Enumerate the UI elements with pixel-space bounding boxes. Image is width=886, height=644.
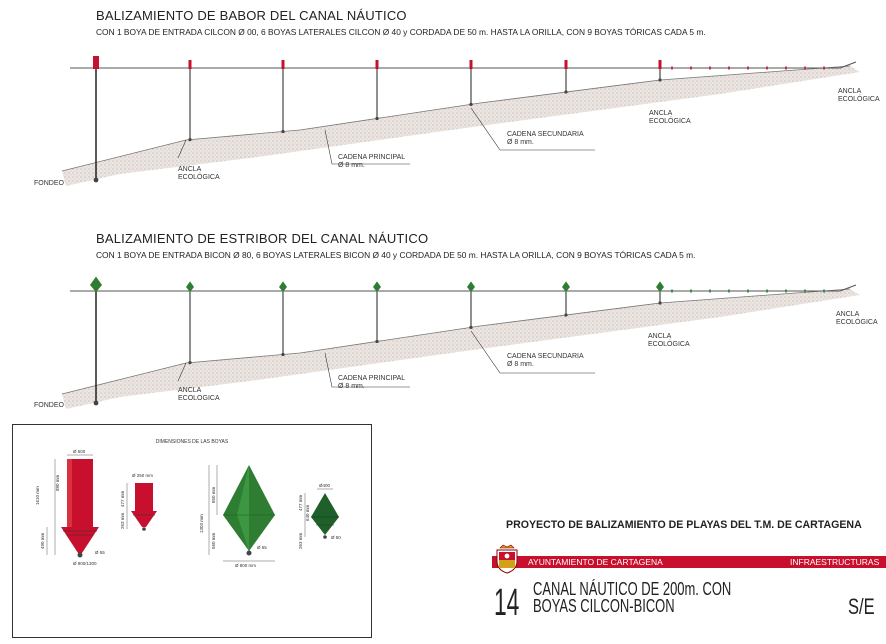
- svg-text:477 mm: 477 mm: [120, 490, 125, 507]
- svg-text:263 mm: 263 mm: [298, 532, 303, 549]
- leader-cadena-secundaria: [470, 107, 595, 151]
- leader-ancla: [177, 362, 187, 382]
- anchor-point: [188, 361, 192, 365]
- org-name: AYUNTAMIENTO DE CARTAGENA: [528, 557, 663, 567]
- cilcon-small-buoy: Ø 250 mm 477 mm 263 mm: [120, 473, 157, 531]
- anchor-point: [658, 78, 662, 82]
- leader-cadena-principal: [324, 129, 410, 165]
- babor-title: BALIZAMIENTO DE BABOR DEL CANAL NÁUTICO: [96, 8, 407, 23]
- svg-text:Ø 55: Ø 55: [95, 550, 105, 555]
- lateral-buoy: [373, 281, 381, 292]
- anchor-point: [375, 116, 379, 121]
- title-band: AYUNTAMIENTO DE CARTAGENA INFRAESTRUCTUR…: [492, 556, 886, 568]
- lateral-buoy: [469, 60, 473, 69]
- babor-section: [61, 56, 860, 186]
- anchor-point: [564, 90, 568, 94]
- anchor-point: [375, 339, 379, 344]
- project-title: PROYECTO DE BALIZAMIENTO DE PLAYAS DEL T…: [506, 519, 862, 531]
- lateral-buoy: [279, 281, 287, 292]
- anchor-point: [469, 325, 473, 329]
- estribor-fondeo-label: FONDEO: [34, 402, 64, 409]
- svg-text:Ø 50: Ø 50: [331, 535, 341, 540]
- svg-text:560 mm: 560 mm: [211, 532, 216, 549]
- seabed: [62, 66, 860, 186]
- svg-text:Ø 800 mm: Ø 800 mm: [235, 563, 256, 568]
- svg-text:Ø 55: Ø 55: [257, 545, 267, 550]
- anchor-point: [93, 400, 99, 406]
- estribor-title: BALIZAMIENTO DE ESTRIBOR DEL CANAL NÁUTI…: [96, 231, 429, 246]
- bicon-small-buoy: Ø400 477 mm 640 mm 263 mm Ø 50: [298, 483, 341, 549]
- estribor-subtitle: CON 1 BOYA DE ENTRADA BICON Ø 80, 6 BOYA…: [96, 250, 696, 260]
- babor-subtitle: CON 1 BOYA DE ENTRADA CILCON Ø 00, 6 BOY…: [96, 27, 706, 37]
- svg-text:Ø400: Ø400: [319, 483, 331, 488]
- lateral-buoy: [90, 276, 102, 292]
- anchor-point: [93, 177, 99, 183]
- anchor-point: [564, 313, 568, 317]
- anchor-point: [469, 102, 473, 106]
- lateral-buoy: [186, 281, 194, 292]
- seabed: [62, 289, 860, 409]
- svg-text:1303 mm: 1303 mm: [199, 514, 204, 533]
- svg-text:880 mm: 880 mm: [55, 474, 60, 491]
- svg-text:Ø 500: Ø 500: [73, 449, 86, 454]
- babor-fondeo-label: FONDEO: [34, 180, 64, 187]
- coat-of-arms-icon: [496, 544, 518, 574]
- anchor-point: [281, 129, 285, 134]
- svg-text:263 mm: 263 mm: [120, 512, 125, 529]
- bicon-large-buoy: 1303 mm 850 mm 560 mm Ø 800 mm Ø 55: [199, 465, 275, 568]
- lateral-buoy: [375, 60, 379, 69]
- buoy-dimensions-panel: DIMENSIONES DE LAS BOYAS Ø 500 Ø 900/130…: [12, 424, 372, 638]
- anchor-point: [188, 138, 192, 142]
- leader-cadena-principal: [324, 352, 410, 388]
- lateral-buoy: [562, 281, 570, 292]
- anchor-point: [658, 301, 662, 305]
- scale-label: S/E: [848, 594, 875, 619]
- seabed-surface: [61, 288, 851, 395]
- seabed-surface: [61, 65, 851, 172]
- svg-text:490 mm: 490 mm: [40, 532, 45, 549]
- plan-title: CANAL NÁUTICO DE 200m. CON BOYAS CILCON-…: [533, 579, 732, 616]
- svg-text:640 mm: 640 mm: [305, 504, 310, 521]
- lateral-buoy: [467, 281, 475, 292]
- plan-number: 14: [494, 582, 520, 624]
- shore-line: [839, 284, 857, 292]
- lateral-buoy: [188, 60, 192, 69]
- svg-text:Ø 900/1300: Ø 900/1300: [73, 561, 97, 566]
- cilcon-large-buoy: Ø 500 Ø 900/1300 Ø 55 1610 mm 880 mm 490…: [35, 449, 105, 566]
- estribor-section: [61, 276, 860, 409]
- svg-text:850 mm: 850 mm: [211, 486, 216, 503]
- lateral-buoy: [564, 60, 568, 69]
- anchor-point: [281, 352, 285, 357]
- leader-ancla: [177, 139, 187, 159]
- leader-cadena-secundaria: [470, 330, 595, 374]
- svg-text:Ø 250 mm: Ø 250 mm: [132, 473, 153, 478]
- svg-text:1610 mm: 1610 mm: [35, 486, 40, 505]
- dept-name: INFRAESTRUCTURAS: [790, 557, 880, 567]
- lateral-buoy: [658, 60, 662, 69]
- lateral-buoy: [281, 60, 285, 69]
- dimensions-title: DIMENSIONES DE LAS BOYAS: [155, 439, 229, 445]
- buoy-dimensions-drawing: Ø 500 Ø 900/1300 Ø 55 1610 mm 880 mm 490…: [35, 449, 341, 568]
- lateral-buoy: [656, 281, 664, 292]
- shore-line: [839, 61, 857, 69]
- svg-text:477 mm: 477 mm: [298, 494, 303, 511]
- lateral-buoy: [93, 56, 99, 69]
